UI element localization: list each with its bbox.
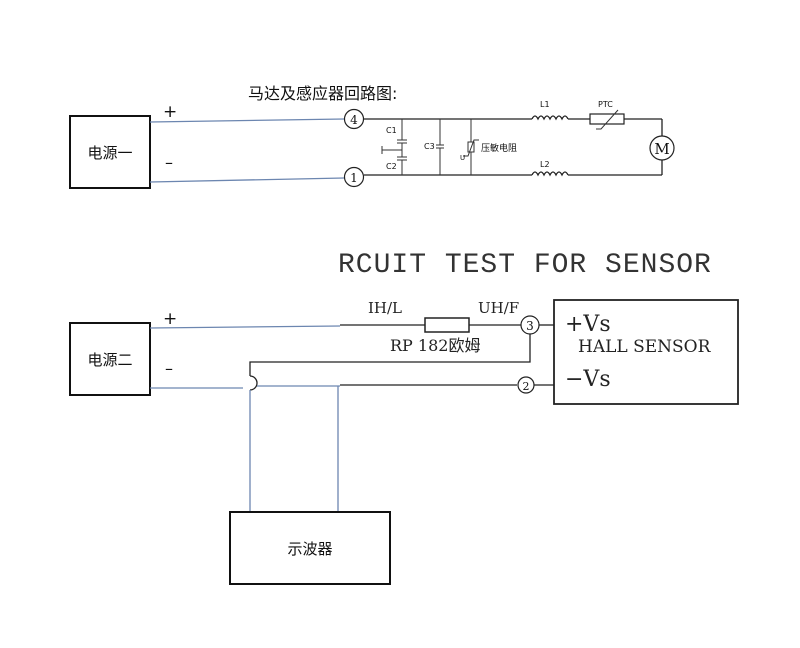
- terminal-4: [343, 108, 365, 130]
- varistor-label: 压敏电阻: [481, 142, 517, 154]
- sensor-vs-plus: +Vs: [565, 312, 611, 337]
- motor-circuit: 马达及感应器回路图: 电源一 + – 4 1 C1 C2 C3: [69, 84, 675, 189]
- inductor-l2: [531, 171, 569, 177]
- resistor-rp: [424, 317, 470, 333]
- power-supply-2-box: [69, 322, 151, 396]
- terminal-1-label: 1: [350, 171, 358, 185]
- wire-crossover-hop: [249, 375, 258, 391]
- oscilloscope-label: 示波器: [287, 540, 332, 558]
- plus-sign-2: +: [163, 309, 177, 329]
- sensor-test-title: RCUIT TEST FOR SENSOR: [338, 250, 712, 281]
- terminal-3-label: 3: [526, 319, 534, 333]
- motor-circuit-title: 马达及感应器回路图:: [248, 84, 397, 103]
- minus-sign-2: –: [165, 359, 173, 378]
- power-supply-1-box: [69, 115, 151, 189]
- ih-label: IH/L: [368, 299, 402, 317]
- power-supply-1-label: 电源一: [87, 144, 132, 162]
- varistor-u-label: U: [460, 154, 465, 162]
- inductor-l1: [531, 115, 569, 121]
- terminal-2-label: 2: [523, 380, 530, 393]
- power-supply-2-label: 电源二: [87, 351, 132, 369]
- terminal-1: [343, 166, 365, 188]
- positive-lead-2: [149, 325, 341, 329]
- sensor-test-circuit: RCUIT TEST FOR SENSOR 电源二 + – IH/L UH/F …: [69, 250, 739, 585]
- rp-label: RP 182欧姆: [390, 336, 480, 355]
- hall-sensor-label: HALL SENSOR: [578, 337, 712, 357]
- uh-label: UH/F: [478, 299, 519, 317]
- ptc-label: PTC: [598, 100, 613, 109]
- hall-sensor-box: [553, 299, 739, 405]
- sensor-vs-minus: −Vs: [565, 367, 611, 392]
- c3-label: C3: [424, 142, 435, 151]
- terminal-4-label: 4: [350, 113, 358, 127]
- oscilloscope-box: [229, 511, 391, 585]
- l1-label: L1: [540, 100, 550, 109]
- c1-label: C1: [386, 126, 397, 135]
- sensor-output-wire: [249, 334, 531, 376]
- motor-label: M: [654, 140, 669, 158]
- minus-sign-1: –: [165, 153, 173, 172]
- positive-lead-1: [149, 118, 345, 123]
- negative-lead-1: [149, 177, 345, 183]
- c2-label: C2: [386, 162, 397, 171]
- plus-sign-1: +: [163, 102, 177, 122]
- motor-symbol: [649, 135, 675, 161]
- l2-label: L2: [540, 160, 550, 169]
